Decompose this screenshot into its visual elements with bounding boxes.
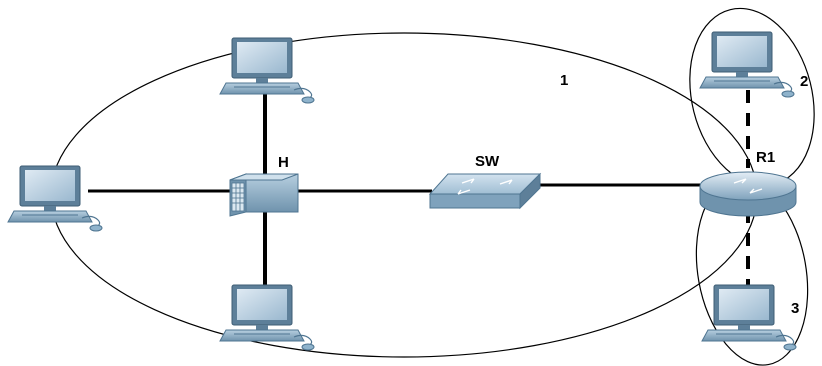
pc-icon-bottom — [219, 284, 315, 351]
switch-icon — [428, 172, 542, 210]
pc-icon-top — [219, 37, 315, 104]
pc-icon-left — [7, 165, 103, 232]
switch-label: SW — [475, 153, 500, 170]
domain-1-outline — [50, 32, 758, 358]
links — [88, 90, 750, 285]
domain-1-label: 1 — [560, 72, 568, 89]
domain-3-label: 3 — [791, 300, 799, 317]
hub-icon — [229, 173, 299, 217]
pc-icon-router-top — [699, 31, 795, 98]
pc-icon-router-bottom — [701, 284, 797, 351]
router-label: R1 — [756, 149, 775, 166]
domain-2-label: 2 — [800, 73, 808, 90]
router-icon — [699, 171, 797, 217]
hub-label: H — [278, 154, 289, 171]
